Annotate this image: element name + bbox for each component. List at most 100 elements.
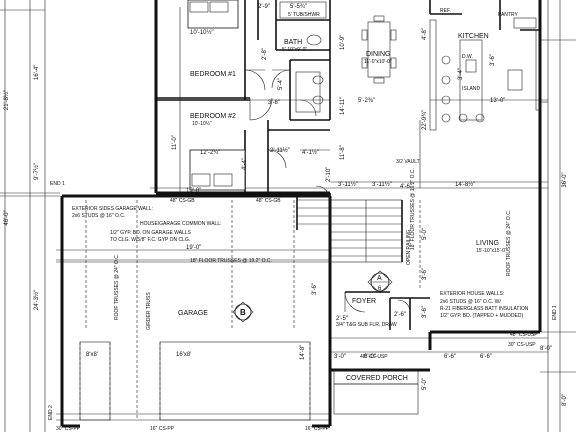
house-walls-title: EXTERIOR HOUSE WALLS: [440,291,504,297]
house-walls-spec-2: R-21 FIBERGLASS BATT INSULATION [440,306,529,312]
dim-5-2: 5'-2⅜" [358,98,375,104]
bath-fixtures [279,1,327,113]
subfloor-note: 3/4" T&G SUB FLR, DRAW [336,322,397,328]
callout-a-top: A [377,275,382,282]
dim-6-0: 6'-0" [364,354,376,360]
stairs [297,199,402,262]
overall-dim-right-top: 36'-0" [562,172,568,187]
dim-4-1: 4'-1½" [302,149,319,156]
callout-a-bottom: 6 [378,286,382,292]
room-kitchen-ref: REF. [440,8,451,14]
house-walls-spec-1: 2x6 STUDS @ 16" O.C. W/ [440,299,501,305]
dim-14-8b: 14'-8" [300,345,306,360]
room-living-size: 15'-10"x15'-0" [476,248,507,254]
garage-door-2-size: 16'x8' [176,352,191,358]
vault-note: 3/2 VAULT [396,159,420,165]
dim-13-0: 13'-0" [490,98,505,104]
room-garage-callout: B [240,308,246,317]
room-bedroom1-size: 10'-10½" [190,29,214,36]
dining-table [361,15,397,84]
dim-5-0: 5'-0" [422,228,428,240]
header-label-1: 48" CS-GB [170,198,195,204]
room-bath-top-note: 5' TUB/SHWR [288,12,320,18]
room-dining-name: DINING [366,51,391,58]
header-label-6: 30" CS-PP [56,426,81,432]
room-kitchen-island: ISLAND [462,86,480,92]
dim-4-6: 4'-6" [400,184,412,190]
common-wall-spec-1: 1/2" GYP. BD. ON GARAGE WALLS [110,230,192,236]
door-swings [244,69,411,313]
dim-14-8: 14'-8½" [455,181,475,188]
room-garage-name: GARAGE [178,310,208,317]
dim-6-6a: 6'-6" [444,354,456,360]
dim-11-8: 11'-8" [340,145,346,160]
room-bath-top-size: 5'-5¾" [290,4,307,10]
dim-5-0b: 5'-0" [422,378,428,390]
room-porch-name: COVERED PORCH [346,375,408,382]
section-callouts [232,270,393,323]
overall-dim-left-top: 21'-8½" [3,90,10,110]
dim-2-5: 2'-5" [336,316,348,322]
dim-6-6b: 6'-6" [480,354,492,360]
dim-3-6c: 3'-6" [490,54,496,66]
header-label-5: 48" CS-USP [360,354,388,360]
dim-16-4: 16'-4" [34,65,40,80]
room-dining-size: 11'-0"x10'-0" [364,59,392,65]
common-wall-spec-2: TO CLG. W/5/8" F.C. GYP ON CLG. [110,237,190,243]
dim-19-0b: 19'-0" [186,245,201,251]
dim-11-0: 11'-0" [172,135,178,150]
dim-22-9: 22'-9¾" [422,110,428,130]
end2-left-label: END 2 [48,405,54,420]
dim-19-0: 19'-0" [186,188,201,194]
overall-dim-left-mid: 46'-0" [4,210,10,225]
dim-3-11-b: 3'-11½" [372,181,392,188]
room-foyer-name: FOYER [352,298,376,305]
dim-3-6a: 3'-6" [422,268,428,280]
roof-trusses-living: ROOF TRUSSES @ 24" O.C. [506,210,512,276]
header-label-2: 48" CS-GB [256,198,281,204]
room-bedroom2-size2: 10'-10½" [192,120,212,127]
kitchen-fixtures [429,17,541,131]
dim-4-8: 4'-8" [422,28,428,40]
dim-8-0: 8'-0" [540,346,552,352]
girder-truss-note: GIRDER TRUSS [146,292,152,330]
roof-trusses-garage: ROOF TRUSSES @ 24" O.C. [114,254,120,320]
dim-2-11: 2'-11½" [270,147,290,154]
header-label-7: 16" CS-PP [150,426,175,432]
room-kitchen-pantry: PANTRY [498,12,518,18]
dim-4-4: 4'-4" [242,158,248,170]
dim-3-6b: 3'-6" [422,306,428,318]
dim-3-11-a: 3'-11½" [338,181,358,188]
covered-porch [333,369,419,415]
room-bedroom2-name: BEDROOM #2 [190,113,236,120]
house-walls-spec-3: 1/2" GYP. BD. (TAPPED + MUDDED) [440,313,523,319]
garage-wall-spec: 2x6 STUDS @ 16" O.C. [72,213,125,219]
overall-dim-left-bottom: 24'-3½" [33,290,40,310]
dim-5-4: 5'-4" [278,78,284,90]
dim-14-11: 14'-11" [340,97,346,115]
room-bath-size: 5'-10"x9'-0" [282,47,307,53]
header-label-8: 16" CS-PP [305,426,330,432]
header-label-3: 48" CS-USP [510,332,538,338]
dim-2-9: 2'-9" [258,4,270,10]
dim-9-7: 9'-7½" [33,163,40,180]
floor-trusses-note-1: 18" FLOOR TRUSSES @ 19.2" O.C. [190,258,272,264]
open-railing-note: OPEN RAILING [406,229,412,265]
room-kitchen-dw: D.W. [462,54,473,60]
dim-3-8: 3'-8" [268,100,280,106]
dim-10-9: 10'-9" [340,35,346,50]
end1-left-label: END 1 [50,181,65,187]
exterior-walls [60,0,542,428]
truss-lines [85,200,421,420]
garage-wall-title: EXTERIOR SIDES GARAGE WALL: [72,206,153,212]
common-wall-title: HOUSE/GARAGE COMMON WALL: [140,221,222,227]
room-bedroom1-name: BEDROOM #1 [190,71,236,78]
dim-3-6d: 3'-6" [312,283,318,295]
overall-dim-right-bottom: 8'-0" [562,394,568,406]
room-bath-name: BATH [284,39,302,46]
floor-trusses-note-2: 18" FLOOR TRUSSES @ 19.2" O.C. [410,168,416,250]
room-kitchen-name: KITCHEN [458,33,489,40]
dim-2-10: 2'-10" [326,167,332,182]
header-label-4: 30" CS-USP [508,342,536,348]
